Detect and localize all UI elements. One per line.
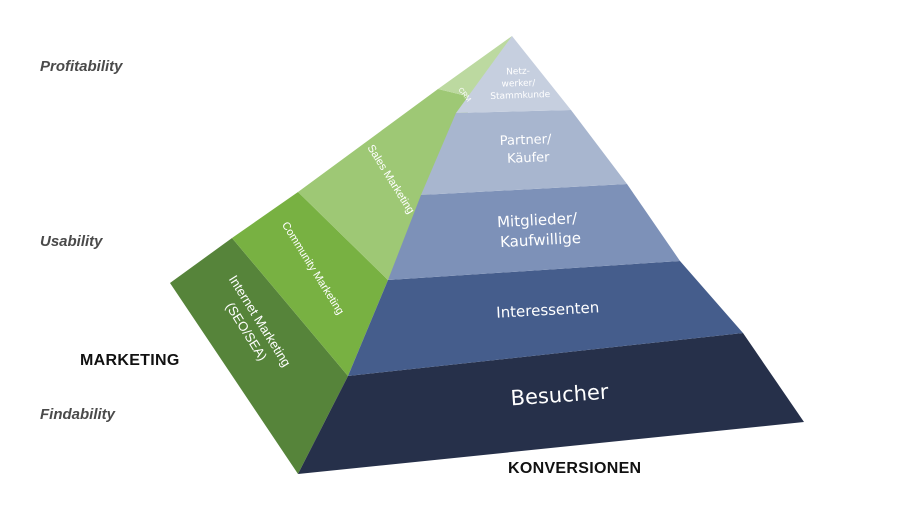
besucher-tier <box>298 333 804 474</box>
interessenten-tier <box>348 261 743 376</box>
internet-marketing-tier <box>170 238 348 474</box>
conversions-caption: KONVERSIONEN <box>508 460 642 477</box>
mitglieder-tier <box>388 184 680 280</box>
partner-label: Partner/ Käufer <box>500 132 557 167</box>
findability-label: Findability <box>40 406 115 423</box>
marketing-caption: MARKETING <box>80 352 180 369</box>
sales-marketing-tier <box>298 89 475 280</box>
mitglieder-label: Mitglieder/ Kaufwillige <box>497 209 584 251</box>
partner-tier <box>421 110 627 195</box>
netzwerker-label: Netz- werker/ Stammkunde <box>489 66 550 102</box>
interessenten-label: Interessenten <box>496 298 600 321</box>
crm-tier <box>438 36 512 98</box>
community-marketing-tier <box>232 192 388 376</box>
profitability-label: Profitability <box>40 58 123 75</box>
usability-label: Usability <box>40 233 103 250</box>
netzwerker-tier <box>456 36 571 113</box>
